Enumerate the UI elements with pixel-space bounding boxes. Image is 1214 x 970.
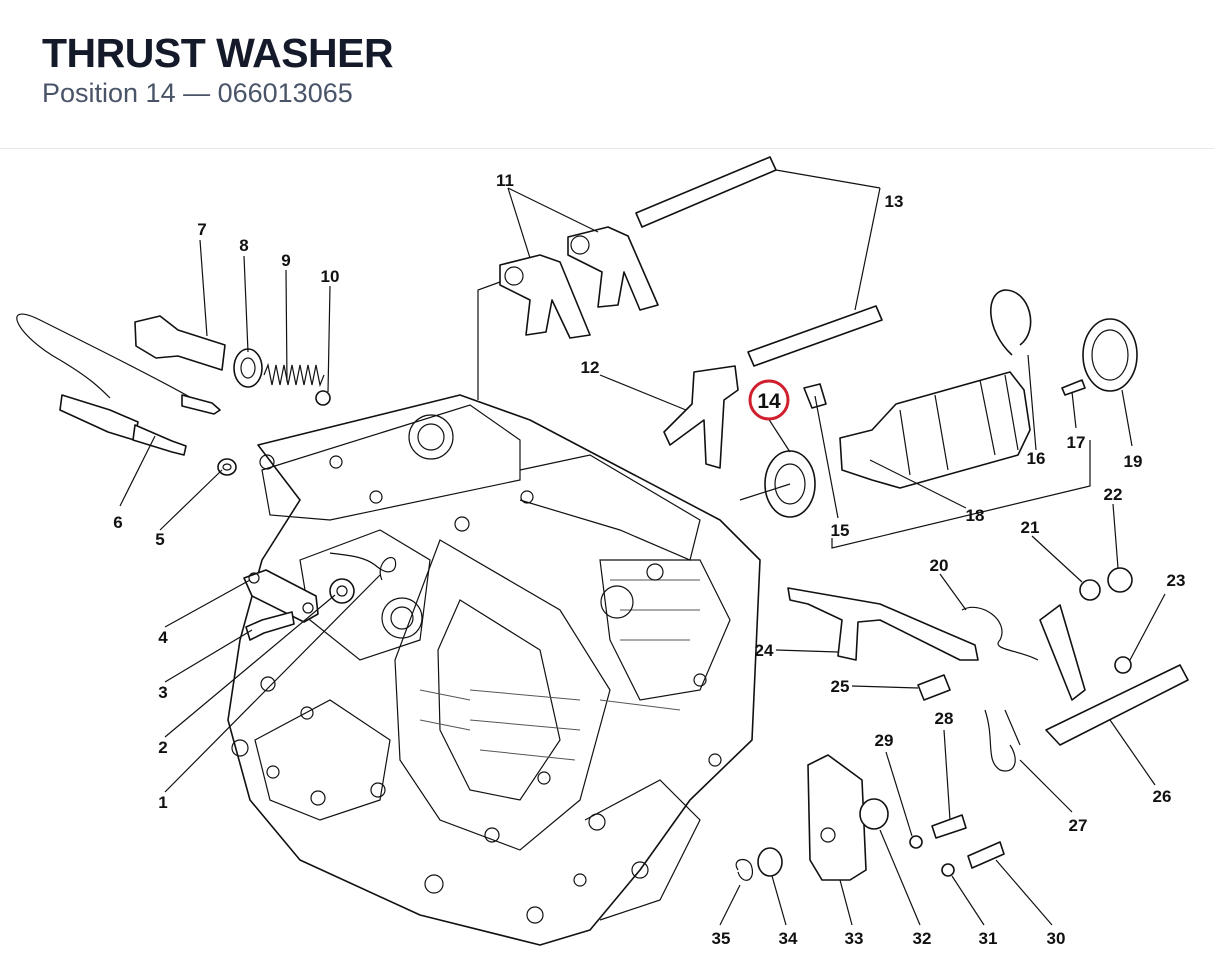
callout-13[interactable]: 13 — [885, 192, 904, 211]
callout-32[interactable]: 32 — [913, 929, 932, 948]
callout-1[interactable]: 1 — [158, 793, 167, 812]
page-subtitle: Position 14 — 066013065 — [42, 78, 353, 108]
exploded-parts-diagram: 1 2 3 4 5 6 7 8 9 10 11 12 13 14 15 16 1… — [16, 156, 1189, 948]
callout-34[interactable]: 34 — [779, 929, 798, 948]
callout-16[interactable]: 16 — [1027, 449, 1046, 468]
callout-30[interactable]: 30 — [1047, 929, 1066, 948]
callout-5[interactable]: 5 — [155, 530, 164, 549]
callout-24[interactable]: 24 — [755, 641, 774, 660]
highlighted-callout-14[interactable]: 14 — [748, 379, 790, 421]
callout-15[interactable]: 15 — [831, 521, 850, 540]
callout-23[interactable]: 23 — [1167, 571, 1186, 590]
callout-35[interactable]: 35 — [712, 929, 731, 948]
callout-28[interactable]: 28 — [935, 709, 954, 728]
callout-21[interactable]: 21 — [1021, 518, 1040, 537]
parts-drawing — [16, 156, 1189, 881]
callout-20[interactable]: 20 — [930, 556, 949, 575]
callout-2[interactable]: 2 — [158, 738, 167, 757]
callout-27[interactable]: 27 — [1069, 816, 1088, 835]
callout-31[interactable]: 31 — [979, 929, 998, 948]
callout-22[interactable]: 22 — [1104, 485, 1123, 504]
callout-labels: 1 2 3 4 5 6 7 8 9 10 11 12 13 14 15 16 1… — [113, 171, 1185, 948]
highlight-label: 14 — [757, 390, 781, 413]
callout-6[interactable]: 6 — [113, 513, 122, 532]
callout-26[interactable]: 26 — [1153, 787, 1172, 806]
page-header: THRUST WASHER Position 14 — 066013065 — [0, 0, 1214, 149]
highlight-ring — [748, 379, 790, 421]
callout-8[interactable]: 8 — [239, 236, 248, 255]
callout-7[interactable]: 7 — [197, 220, 206, 239]
leader-lines — [119, 169, 1166, 926]
callout-17[interactable]: 17 — [1067, 433, 1086, 452]
callout-3[interactable]: 3 — [158, 683, 167, 702]
callout-29[interactable]: 29 — [875, 731, 894, 750]
callout-12[interactable]: 12 — [581, 358, 600, 377]
callout-11[interactable]: 11 — [496, 171, 514, 190]
page-title: THRUST WASHER — [42, 30, 394, 76]
callout-18[interactable]: 18 — [966, 506, 985, 525]
callout-19[interactable]: 19 — [1124, 452, 1143, 471]
callout-4[interactable]: 4 — [158, 628, 168, 647]
crankcase-drawing — [227, 394, 761, 946]
callout-33[interactable]: 33 — [845, 929, 864, 948]
callout-9[interactable]: 9 — [281, 251, 290, 270]
callout-10[interactable]: 10 — [321, 267, 340, 286]
callout-25[interactable]: 25 — [831, 677, 850, 696]
